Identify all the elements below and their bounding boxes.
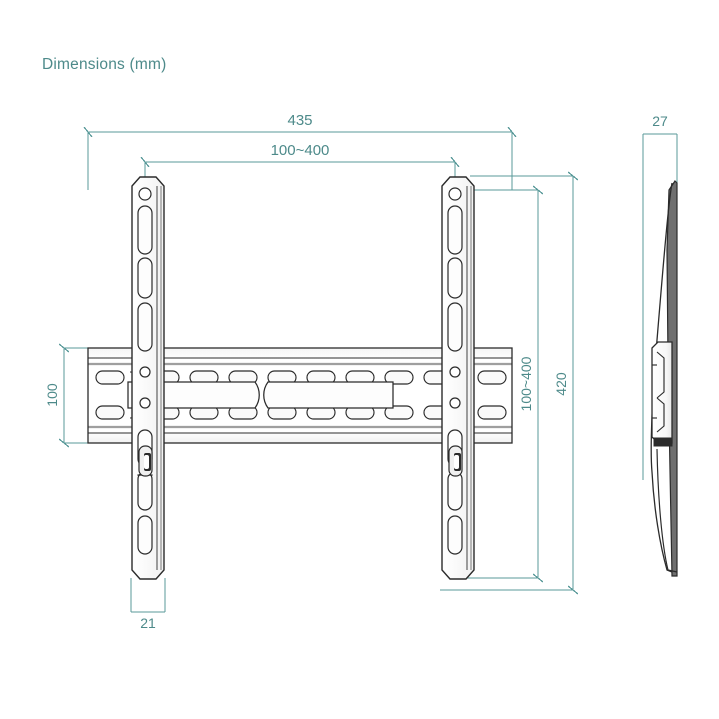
vertical-rail-right bbox=[441, 176, 475, 580]
dim-label-overall-width: 435 bbox=[287, 112, 312, 129]
dim-label-vesa-vertical: 100~400 bbox=[518, 356, 534, 411]
dimension-labels: 435 100~400 100 100~400 420 21 27 bbox=[44, 112, 668, 631]
dim-overall-height bbox=[440, 171, 579, 595]
rail-latch-left bbox=[138, 445, 153, 477]
vertical-rail-left bbox=[131, 176, 165, 580]
page-title: Dimensions (mm) bbox=[42, 56, 167, 73]
dim-label-depth: 27 bbox=[652, 113, 668, 129]
side-view bbox=[650, 180, 678, 577]
dim-rail-width bbox=[130, 578, 166, 613]
dim-label-plate-height: 100 bbox=[44, 383, 60, 407]
dim-vesa-horizontal bbox=[140, 156, 460, 196]
dimension-lines bbox=[58, 126, 678, 613]
dim-overall-width bbox=[83, 126, 517, 190]
side-bracket-detail bbox=[652, 351, 665, 433]
dim-label-rail-width: 21 bbox=[140, 615, 156, 631]
dim-label-overall-height: 420 bbox=[553, 372, 569, 396]
dim-label-vesa-horizontal: 100~400 bbox=[271, 142, 330, 159]
plate-slot-row-upper bbox=[95, 370, 507, 385]
rail-latch-right bbox=[448, 445, 463, 477]
side-foot bbox=[653, 437, 673, 447]
